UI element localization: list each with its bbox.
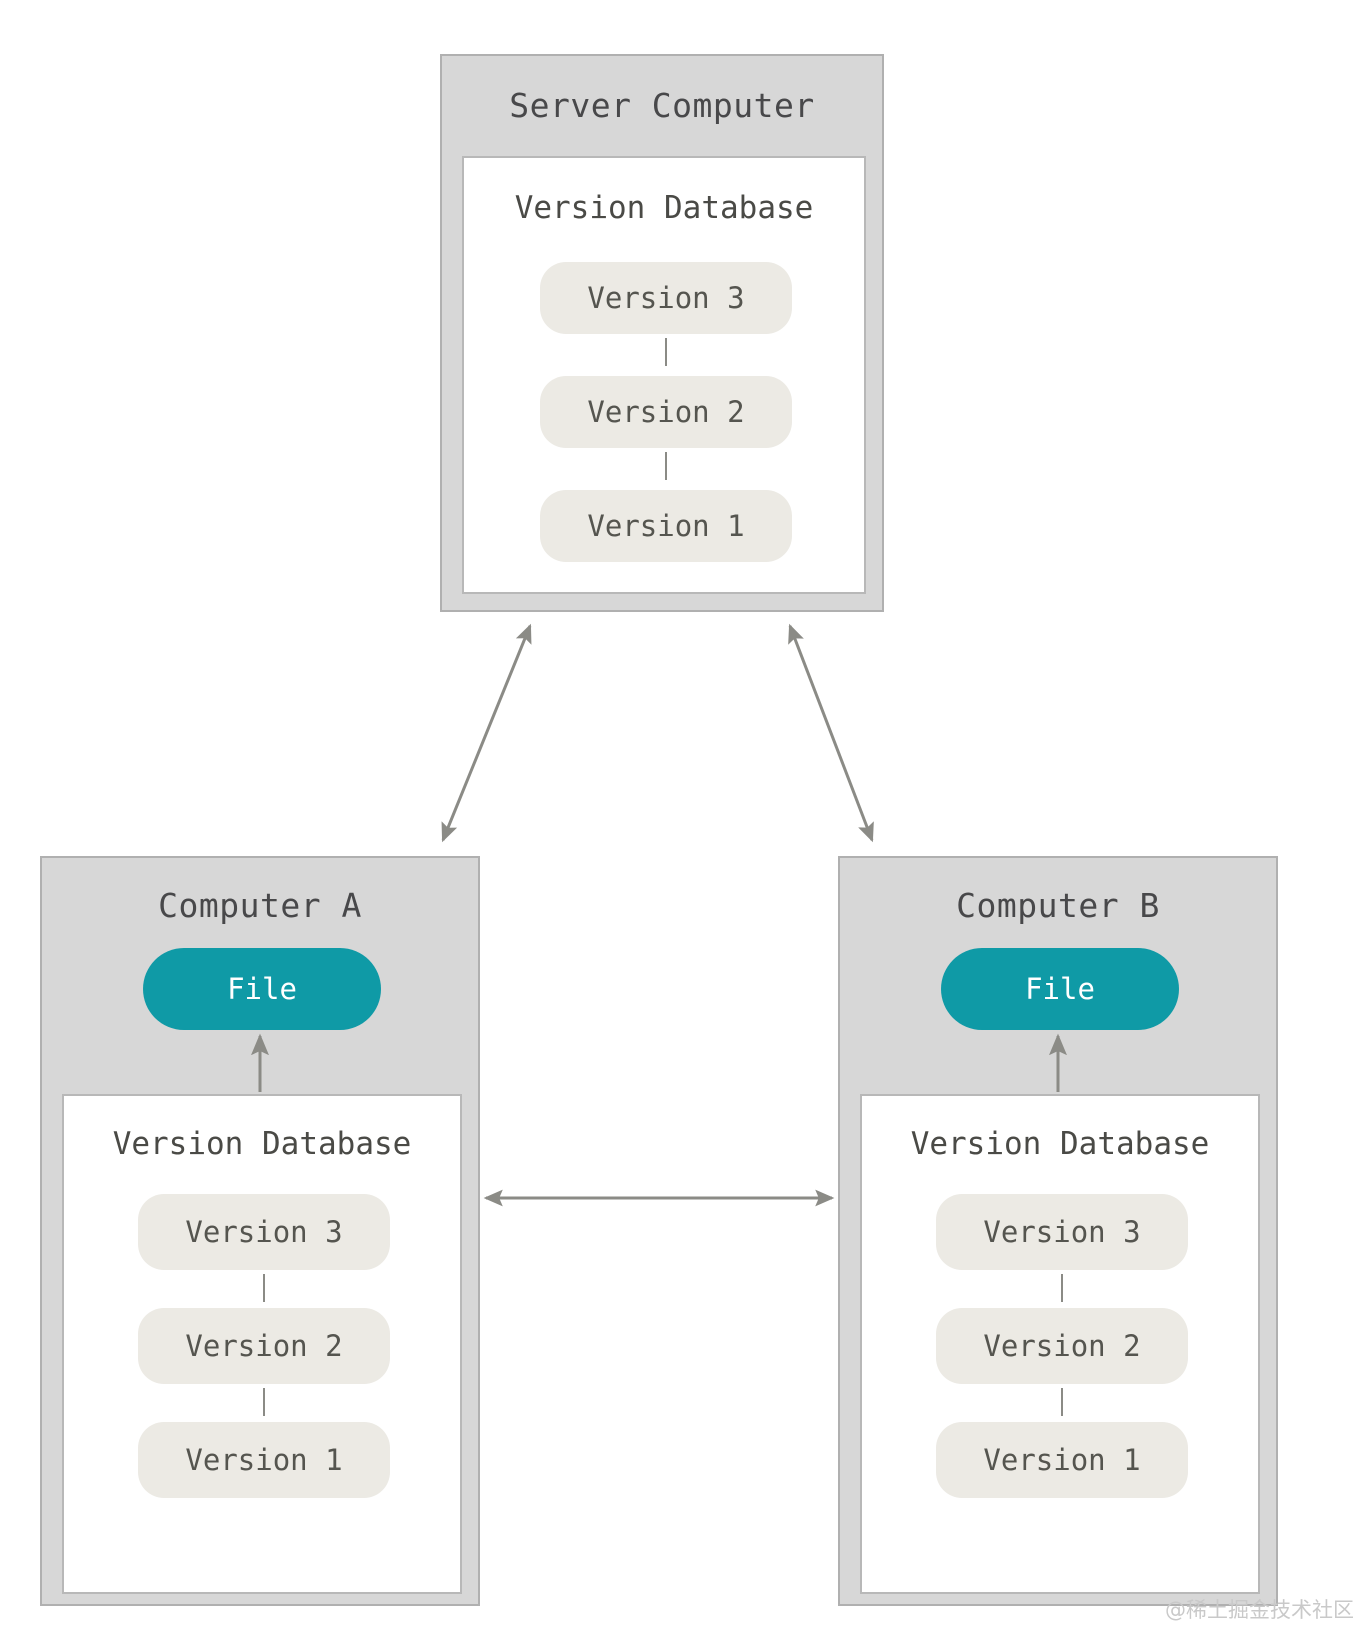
- arrow-server-to-computer-a: [441, 623, 532, 843]
- computer-a-version-pill-3[interactable]: Version 3: [138, 1194, 390, 1270]
- computer-b-version-pill-2-label: Version 2: [983, 1329, 1141, 1363]
- server-version-link-3-2: [665, 338, 667, 366]
- computer-b-version-pill-1[interactable]: Version 1: [936, 1422, 1188, 1498]
- computer-a-file-label: File: [227, 972, 297, 1006]
- server-version-database-box: Version Database Version 3 Version 2 Ver…: [462, 156, 866, 594]
- computer-a-version-link-3-2: [263, 1274, 265, 1302]
- computer-b-version-link-3-2: [1061, 1274, 1063, 1302]
- computer-b-version-database-box: Version Database Version 3 Version 2 Ver…: [860, 1094, 1260, 1594]
- server-version-pill-2[interactable]: Version 2: [540, 376, 792, 448]
- server-version-link-2-1: [665, 452, 667, 480]
- server-computer-title: Server Computer: [509, 86, 815, 125]
- computer-a-title: Computer A: [158, 886, 362, 925]
- arrow-server-to-computer-b: [788, 623, 874, 843]
- computer-a-version-link-2-1: [263, 1388, 265, 1416]
- computer-b-version-pill-3[interactable]: Version 3: [936, 1194, 1188, 1270]
- server-version-pill-3[interactable]: Version 3: [540, 262, 792, 334]
- computer-a-version-pill-2-label: Version 2: [185, 1329, 343, 1363]
- computer-b-version-pill-2[interactable]: Version 2: [936, 1308, 1188, 1384]
- computer-a-box: Computer A File Version Database Version…: [40, 856, 480, 1606]
- computer-b-title: Computer B: [956, 886, 1160, 925]
- computer-a-version-pill-3-label: Version 3: [185, 1215, 343, 1249]
- server-version-database-title: Version Database: [514, 190, 814, 226]
- computer-b-version-database-title: Version Database: [910, 1126, 1210, 1162]
- server-version-pill-2-label: Version 2: [587, 395, 745, 429]
- server-computer-box: Server Computer Version Database Version…: [440, 54, 884, 612]
- computer-b-box: Computer B File Version Database Version…: [838, 856, 1278, 1606]
- server-version-pill-3-label: Version 3: [587, 281, 745, 315]
- server-version-pill-1[interactable]: Version 1: [540, 490, 792, 562]
- computer-a-file-pill[interactable]: File: [143, 948, 381, 1030]
- server-version-pill-1-label: Version 1: [587, 509, 745, 543]
- computer-a-version-pill-1-label: Version 1: [185, 1443, 343, 1477]
- computer-a-version-database-box: Version Database Version 3 Version 2 Ver…: [62, 1094, 462, 1594]
- computer-b-file-label: File: [1025, 972, 1095, 1006]
- computer-b-version-link-2-1: [1061, 1388, 1063, 1416]
- watermark: @稀土掘金技术社区: [1165, 1598, 1354, 1622]
- computer-b-file-pill[interactable]: File: [941, 948, 1179, 1030]
- computer-b-version-pill-3-label: Version 3: [983, 1215, 1141, 1249]
- computer-b-version-pill-1-label: Version 1: [983, 1443, 1141, 1477]
- computer-a-version-pill-1[interactable]: Version 1: [138, 1422, 390, 1498]
- computer-a-version-database-title: Version Database: [112, 1126, 412, 1162]
- computer-a-version-pill-2[interactable]: Version 2: [138, 1308, 390, 1384]
